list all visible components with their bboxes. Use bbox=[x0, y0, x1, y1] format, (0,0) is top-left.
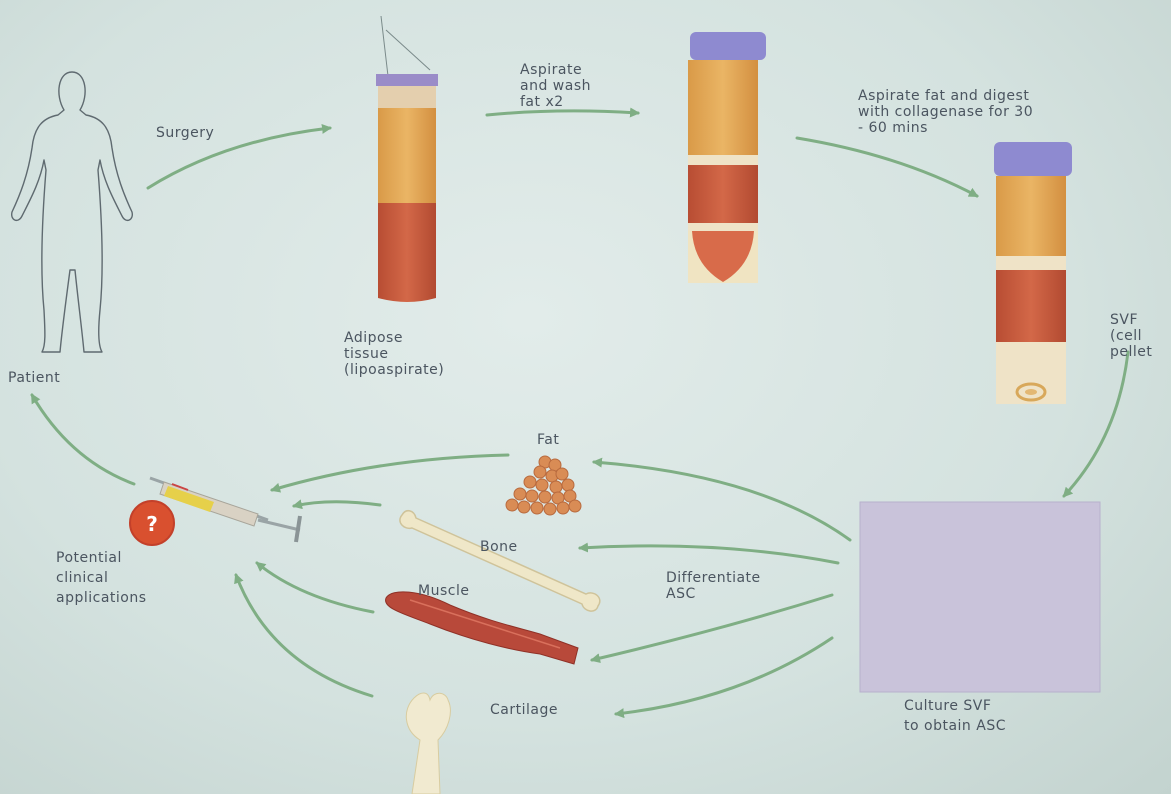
washed-tube bbox=[688, 32, 766, 283]
label-cartilage: Cartilage bbox=[490, 702, 558, 718]
muscle-image bbox=[386, 592, 578, 664]
patient-figure bbox=[12, 72, 133, 352]
arrow-wash bbox=[487, 111, 638, 115]
culture-image bbox=[860, 502, 1100, 692]
label-adipose: Adipose tissue (lipoaspirate) bbox=[344, 330, 444, 378]
label-potential-applications: Potential clinical applications bbox=[56, 548, 147, 608]
arrow-digest bbox=[797, 138, 977, 196]
arrow-fat-to-syringe bbox=[272, 455, 508, 490]
arrow-culture-to-bone bbox=[580, 546, 838, 563]
label-fat: Fat bbox=[537, 432, 559, 448]
cartilage-image bbox=[406, 693, 450, 794]
label-bone: Bone bbox=[480, 539, 518, 555]
label-aspirate-digest: Aspirate fat and digest with collagenase… bbox=[858, 88, 1033, 136]
fat-pile-image bbox=[506, 456, 581, 515]
label-aspirate-wash: Aspirate and wash fat x2 bbox=[520, 62, 591, 110]
label-culture: Culture SVF to obtain ASC bbox=[904, 696, 1006, 736]
arrow-culture-to-muscle bbox=[592, 595, 832, 660]
arrow-cartilage-to-syringe bbox=[236, 575, 372, 696]
label-muscle: Muscle bbox=[418, 583, 469, 599]
arrow-muscle-to-syringe bbox=[257, 563, 373, 612]
arrow-bone-to-syringe bbox=[294, 502, 380, 506]
arrow-culture-to-fat bbox=[594, 462, 850, 540]
arrow-svf-to-culture bbox=[1064, 352, 1128, 496]
digest-tube bbox=[994, 142, 1072, 404]
adipose-tube bbox=[376, 16, 438, 302]
label-surgery: Surgery bbox=[156, 125, 214, 141]
question-mark: ? bbox=[146, 512, 158, 536]
label-svf: SVF (cell pellet bbox=[1110, 312, 1152, 360]
arrow-syringe-to-patient bbox=[32, 395, 134, 484]
label-patient: Patient bbox=[8, 370, 60, 386]
arrow-culture-to-cartilage bbox=[616, 638, 832, 714]
label-differentiate: Differentiate ASC bbox=[666, 570, 761, 602]
